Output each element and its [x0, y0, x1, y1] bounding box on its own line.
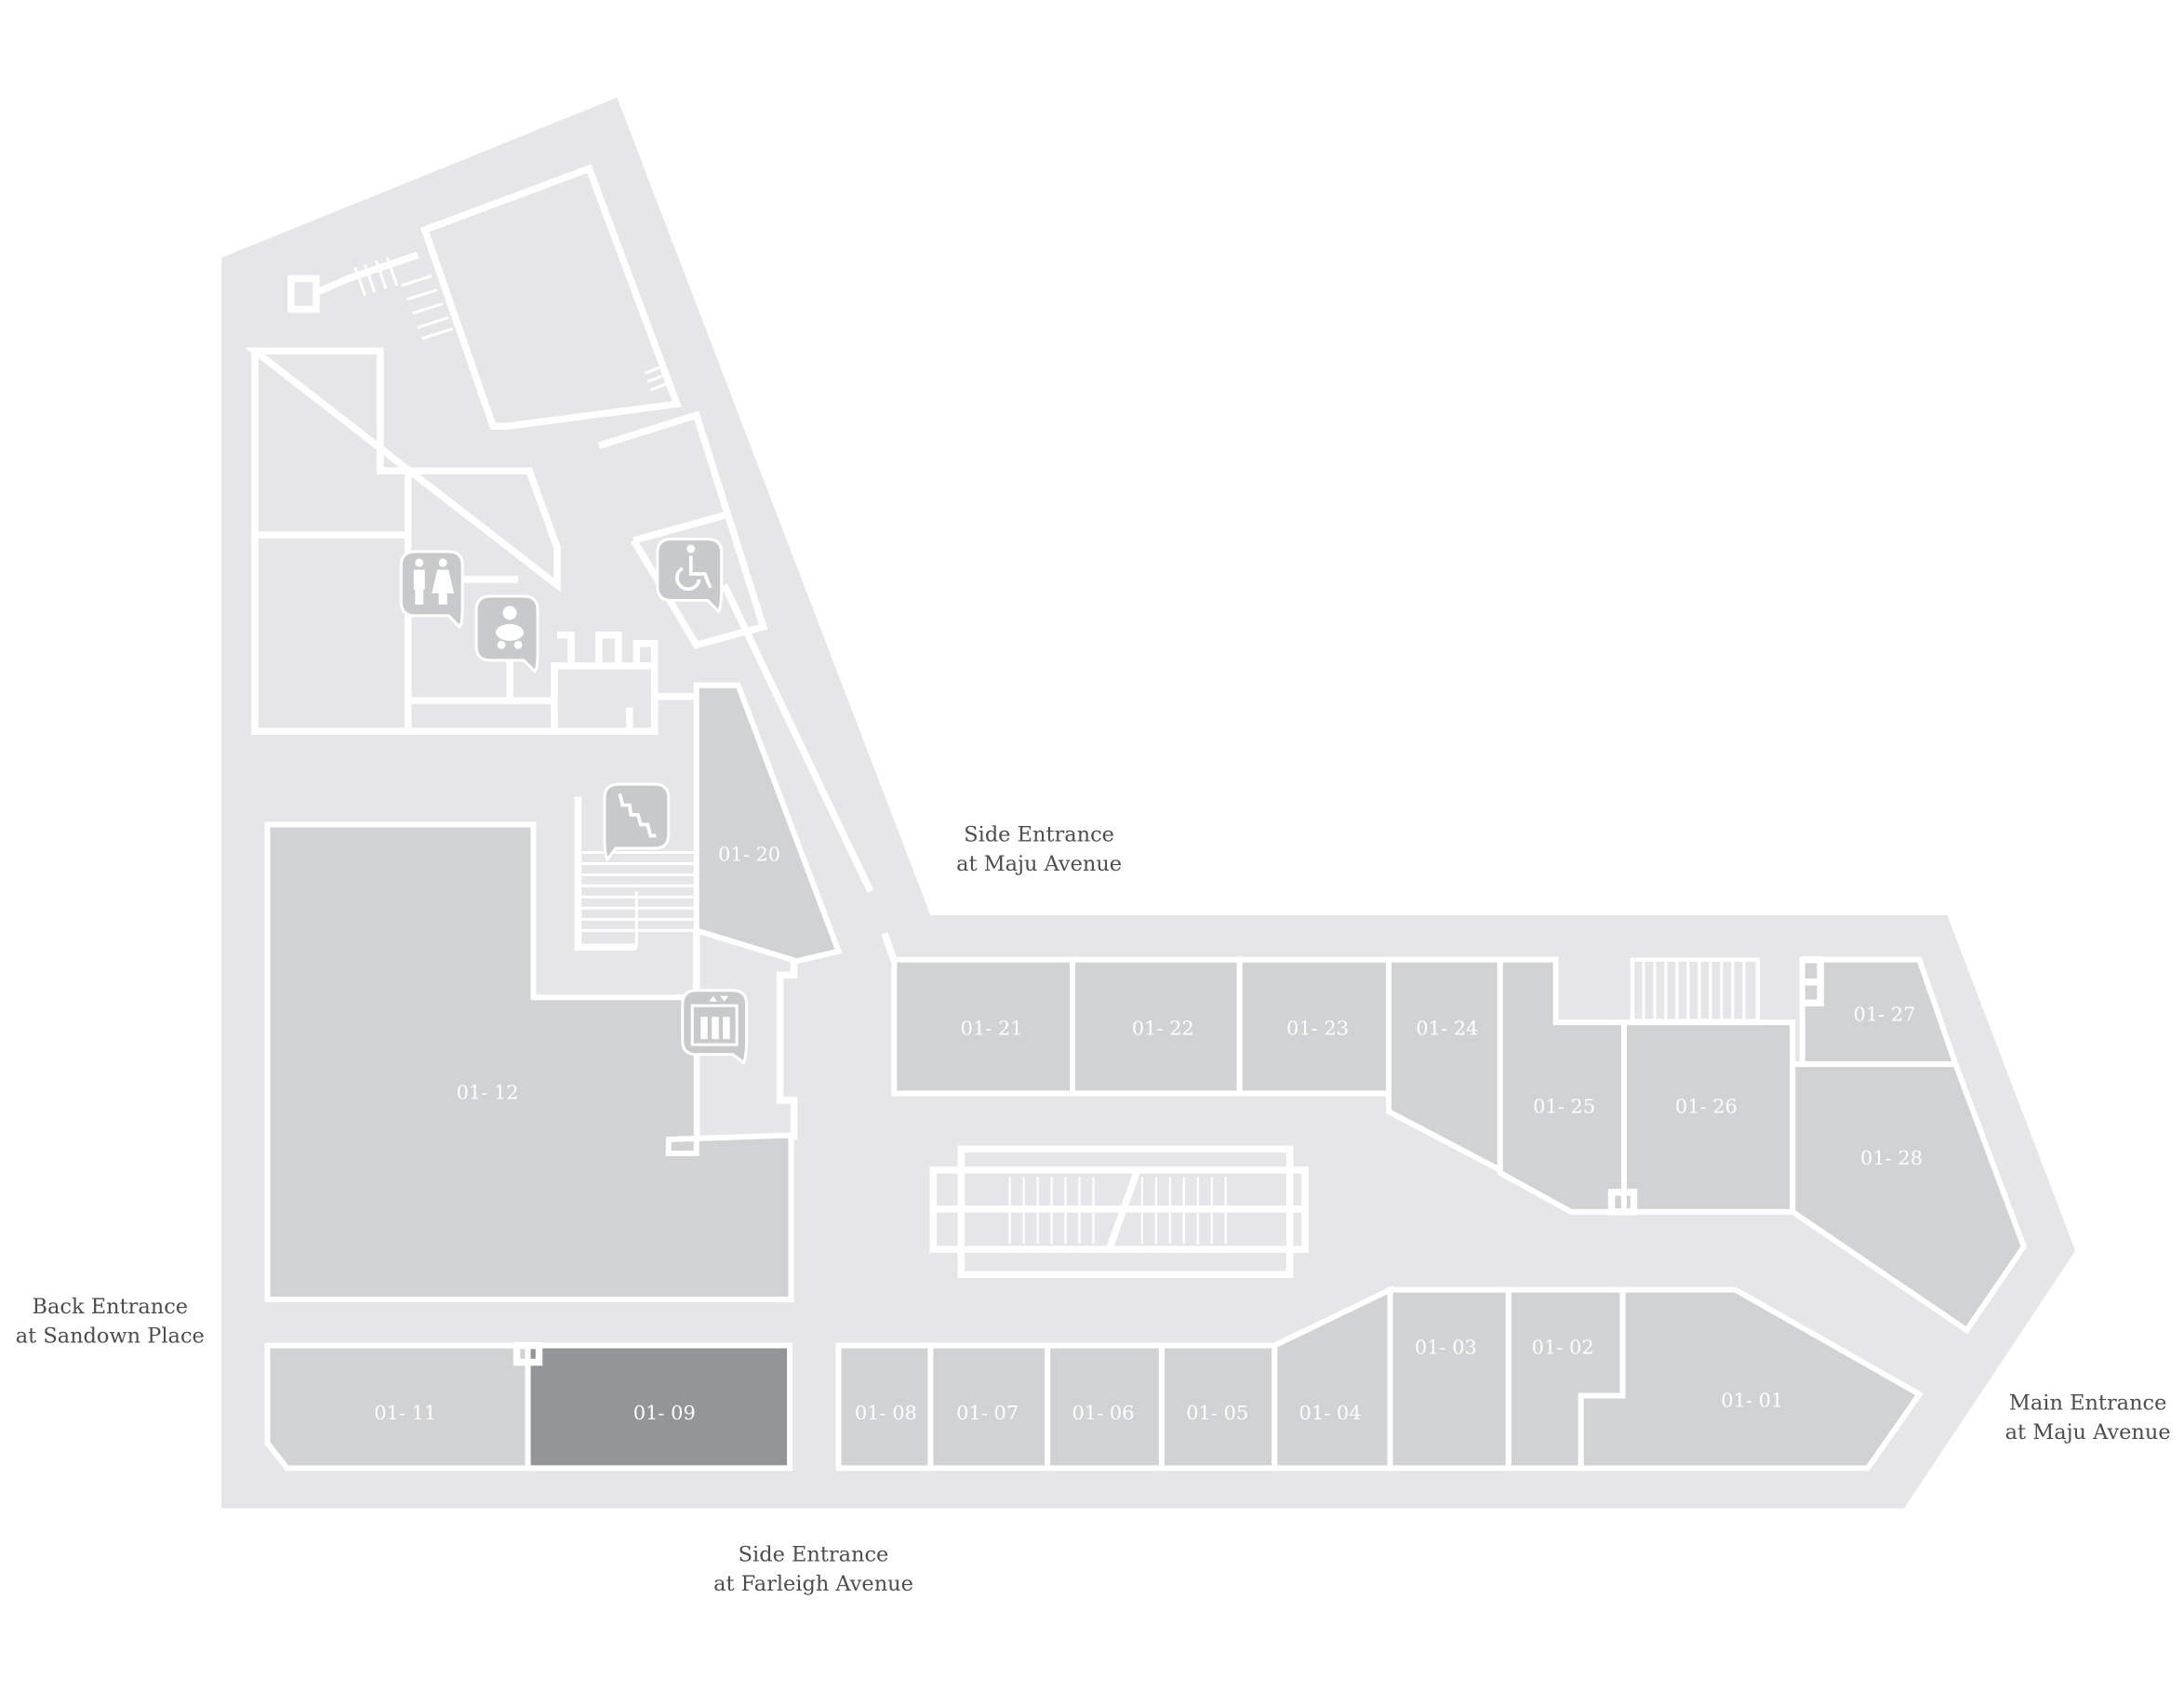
unit-label: 01- 25	[1533, 1096, 1595, 1118]
entrance-label: at Maju Avenue	[956, 852, 1122, 876]
entrance-label: at Sandown Place	[16, 1325, 205, 1349]
entrance-label: Back Entrance	[33, 1295, 189, 1319]
unit-01-20[interactable]: 01- 20	[693, 682, 843, 965]
unit-01-22[interactable]: 01- 22	[1070, 956, 1243, 1097]
unit-01-11[interactable]: 01- 11	[264, 1342, 531, 1471]
unit-label: 01- 20	[718, 843, 780, 865]
unit-01-08[interactable]: 01- 08	[835, 1342, 934, 1471]
service-room	[513, 1341, 543, 1366]
unit-label: 01- 04	[1299, 1402, 1362, 1424]
baby-change-icon[interactable]	[474, 594, 539, 673]
unit-01-12[interactable]: 01- 12	[264, 821, 794, 1303]
entrance-label: Side Entrance	[739, 1543, 889, 1567]
unit-label: 01- 03	[1415, 1337, 1477, 1359]
unit-label: 01- 27	[1854, 1004, 1916, 1026]
unit-label: 01- 11	[374, 1402, 436, 1424]
unit-01-05[interactable]: 01- 05	[1158, 1342, 1278, 1471]
unit-01-07[interactable]: 01- 07	[927, 1342, 1051, 1471]
entrance-label: Side Entrance	[964, 823, 1114, 847]
entrance-label: at Farleigh Avenue	[713, 1572, 913, 1596]
unit-01-23[interactable]: 01- 23	[1236, 956, 1392, 1097]
unit-01-09[interactable]: 01- 09	[525, 1342, 793, 1471]
entrance-label: Main Entrance	[2009, 1391, 2166, 1415]
unit-label: 01- 26	[1675, 1096, 1738, 1118]
stairs-icon[interactable]	[603, 782, 671, 862]
lift-icon[interactable]	[681, 989, 749, 1066]
unit-label: 01- 23	[1286, 1018, 1349, 1040]
unit-label: 01- 08	[855, 1402, 917, 1424]
restroom-icon[interactable]	[399, 550, 464, 630]
unit-label: 01- 21	[961, 1018, 1023, 1040]
service-room	[1607, 1189, 1638, 1216]
unit-label: 01- 01	[1721, 1389, 1783, 1411]
escalator	[929, 1145, 1309, 1278]
north-stairs	[353, 257, 673, 392]
unit-label: 01- 06	[1072, 1402, 1134, 1424]
unit-label: 01- 24	[1416, 1018, 1478, 1040]
unit-label: 01- 22	[1132, 1018, 1194, 1040]
unit-label: 01- 02	[1532, 1337, 1594, 1359]
unit-label: 01- 07	[956, 1402, 1019, 1424]
entrance-main-maju: Main Entrance at Maju Avenue	[2005, 1391, 2171, 1444]
unit-01-26[interactable]: 01- 26	[1621, 1019, 1796, 1215]
entrance-back-sandown: Back Entrance at Sandown Place	[16, 1295, 205, 1348]
unit-01-03[interactable]: 01- 03	[1387, 1286, 1511, 1471]
unit-label: 01- 28	[1860, 1147, 1923, 1169]
unit-label: 01- 09	[633, 1402, 696, 1424]
wheelchair-icon[interactable]	[656, 538, 724, 614]
unit-label: 01- 12	[457, 1082, 519, 1104]
entrance-side-farleigh: Side Entrance at Farleigh Avenue	[713, 1543, 913, 1596]
unit-label: 01- 05	[1186, 1402, 1248, 1424]
units: 01- 12 01- 20 01- 21 01- 22 01- 23 01- 2…	[264, 682, 2028, 1471]
entrance-label: at Maju Avenue	[2005, 1420, 2171, 1445]
unit-01-06[interactable]: 01- 06	[1045, 1342, 1165, 1471]
unit-01-21[interactable]: 01- 21	[891, 956, 1076, 1097]
entrance-side-maju: Side Entrance at Maju Avenue	[956, 823, 1122, 876]
east-stairs	[1630, 957, 1761, 1023]
unit-01-28[interactable]: 01- 28	[1790, 1061, 2028, 1335]
